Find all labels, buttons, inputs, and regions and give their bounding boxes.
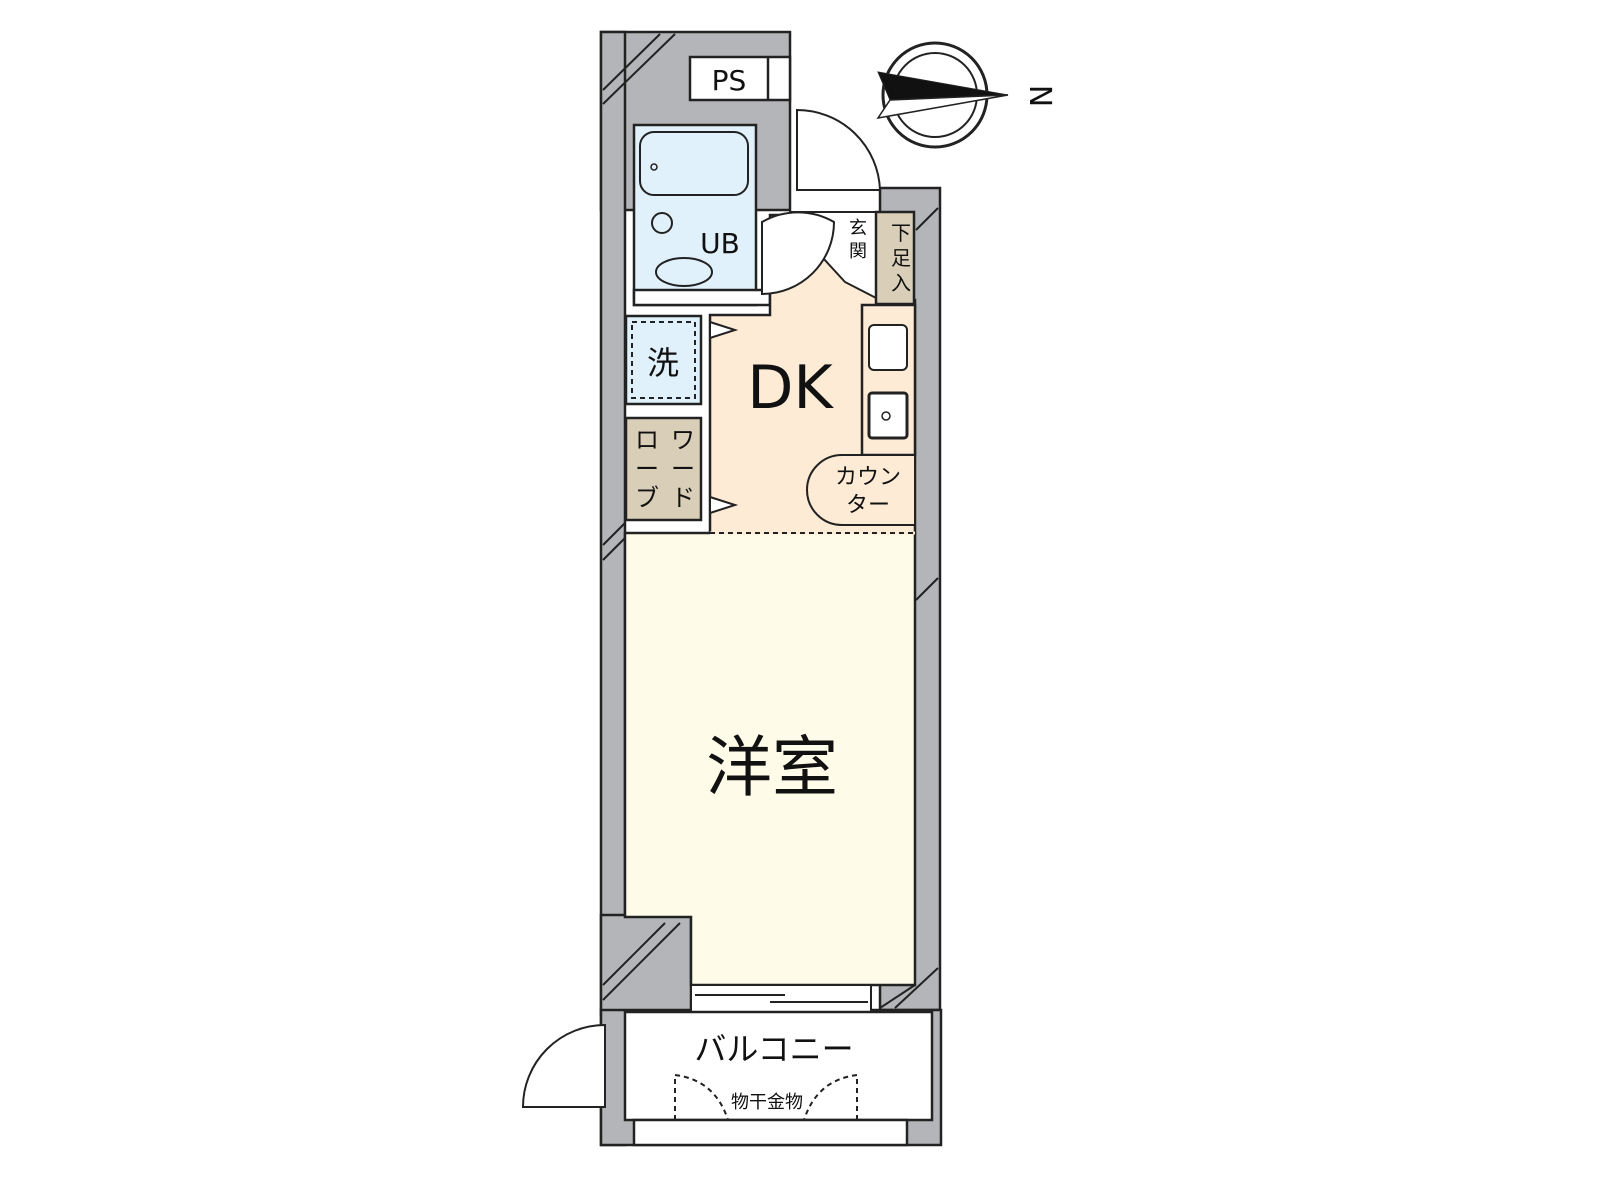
entrance-label-1: 玄 [849,218,867,239]
ub-label: UB [700,227,740,260]
shoe-box-label-3: 入 [891,271,911,295]
wardrobe [624,416,703,522]
washer-label: 洗 [647,344,679,382]
shoe-box-label-2: 足 [891,246,911,270]
ub-door[interactable] [761,211,836,296]
balcony [623,1010,934,1122]
wall-hatch [602,33,939,1009]
entrance-door[interactable] [796,108,882,191]
bathtub-icon [639,131,749,196]
balcony-window[interactable] [690,984,872,1013]
toilet-icon [655,257,713,287]
ps-label: PS [712,64,747,97]
sink-icon [868,324,908,371]
shoe-box [874,210,916,306]
western-room-label: 洋室 [706,729,838,806]
dk-label: DK [747,353,834,423]
counter-label-2: ター [846,493,890,518]
wardrobe-label-1: ワ [671,426,695,454]
wardrobe-label-4: ロ [635,426,659,454]
clothes-hanger-label: 物干金物 [731,1092,803,1113]
counter-label-1: カウン [835,465,901,490]
stove-icon [867,391,909,440]
balcony-label: バルコニー [694,1030,853,1068]
clothes-hanger-icon [674,1073,858,1121]
counter [806,454,916,526]
washer-space [624,314,703,406]
wardrobe-label-5: ー [635,455,659,483]
balcony-door[interactable] [521,1023,606,1108]
wardrobe-label-6: ブ [635,484,659,512]
compass-north-label: N [1022,85,1057,107]
ps-room [688,55,792,102]
bottom-wall [599,913,693,1017]
shoe-box-label-1: 下 [891,221,911,245]
wardrobe-label-2: ー [671,455,695,483]
wardrobe-label-3: ド [671,484,695,512]
compass-icon [876,41,1009,149]
sink-icon [651,212,673,234]
entrance-label-2: 関 [849,241,867,262]
